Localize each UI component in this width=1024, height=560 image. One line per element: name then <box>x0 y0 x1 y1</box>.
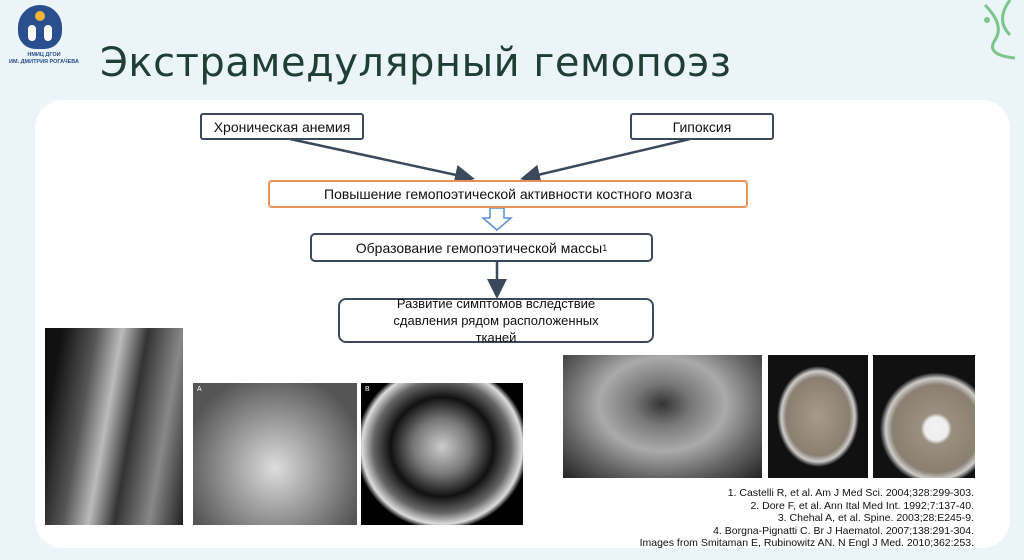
brain-mri-image-1 <box>768 355 868 478</box>
step3-label: Развитие симптомов вследствие сдавления … <box>393 296 599 345</box>
logo-line2: ИМ. ДМИТРИЯ РОГАЧЕВА <box>9 59 79 65</box>
dna-decoration-icon <box>983 0 1016 60</box>
box-hypoxia: Гипоксия <box>630 113 774 140</box>
reference-item: 3. Chehal A, et al. Spine. 2003;28:E245-… <box>777 512 974 524</box>
reference-item: 1. Castelli R, et al. Am J Med Sci. 2004… <box>727 487 974 499</box>
logo <box>18 5 62 49</box>
brain-mri-image-2 <box>873 355 975 478</box>
step2-label: Образование гемопоэтической массы <box>355 239 603 256</box>
box-symptoms: Развитие симптомов вследствие сдавления … <box>338 296 654 345</box>
logo-line1: НМИЦ ДГОИ <box>27 52 61 58</box>
step1-label: Повышение гемопоэтической активности кос… <box>324 186 692 202</box>
step2-sup: 1 <box>602 242 608 253</box>
paraspinal-mri-image <box>563 355 762 478</box>
reference-item: Images from Smitaman E, Rubinowitz AN. N… <box>639 537 974 549</box>
cause2-label: Гипоксия <box>672 118 732 135</box>
cause1-label: Хроническая анемия <box>213 118 351 135</box>
chest-xray-image: A <box>193 383 357 525</box>
chest-ct-image: B <box>361 383 523 525</box>
spine-mri-image <box>45 328 183 525</box>
arrow-anemia <box>289 137 475 185</box>
references: 1. Castelli R, et al. Am J Med Sci. 2004… <box>640 487 974 550</box>
xray-label: A <box>197 386 202 393</box>
box-chronic-anemia: Хроническая анемия <box>200 113 364 140</box>
reference-item: 4. Borgna-Pignatti C. Br J Haematol. 200… <box>713 524 974 537</box>
ct-label: B <box>365 386 370 393</box>
reference-item: 2. Dore F, et al. Ann Ital Med Int. 1992… <box>750 499 974 512</box>
box-increased-activity: Повышение гемопоэтической активности кос… <box>268 180 748 208</box>
hollow-arrow-icon <box>480 207 514 231</box>
page-title: Экстрамедулярный гемопоэз <box>100 40 732 86</box>
arrow-hypoxia <box>520 137 691 185</box>
